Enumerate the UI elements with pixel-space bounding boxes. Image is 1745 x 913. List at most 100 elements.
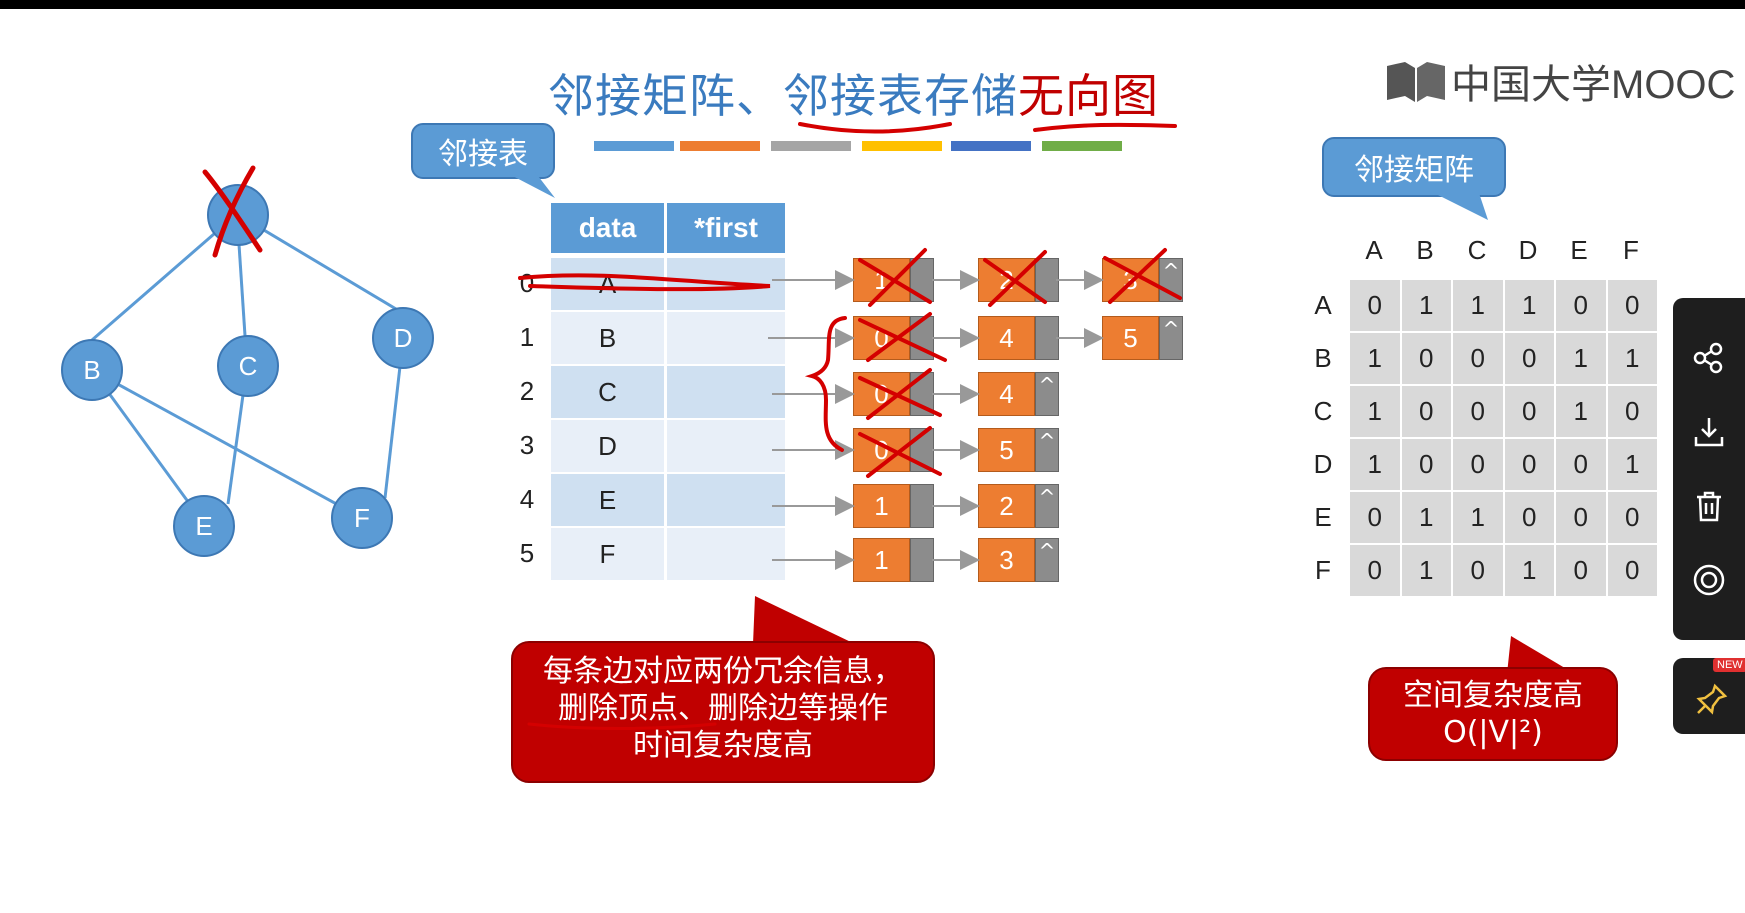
matrix-cell: 0 — [1452, 438, 1504, 491]
graph-node-b: B — [61, 339, 123, 401]
list-node-value: 1 — [853, 484, 910, 528]
matrix-cell: 1 — [1503, 279, 1555, 332]
matrix-cell: 0 — [1400, 385, 1452, 438]
row-index-4: 4 — [519, 484, 535, 514]
matrix-cell: 0 — [1606, 544, 1658, 597]
header-data: data — [551, 203, 664, 253]
list-node-r3-1: 5^ — [978, 428, 1059, 472]
data-cell-2: C — [551, 366, 664, 418]
list-node-r5-1: 3^ — [978, 538, 1059, 582]
target-button[interactable] — [1673, 550, 1745, 610]
matrix-cell: 0 — [1606, 385, 1658, 438]
note-matrix-line2: O(|V|²) — [1443, 715, 1543, 750]
callout-adj-list-tail — [505, 172, 555, 198]
share-button[interactable] — [1673, 328, 1745, 388]
matrix-row-f: F — [1315, 555, 1331, 585]
matrix-cell: 0 — [1349, 491, 1401, 544]
matrix-cell: 0 — [1555, 544, 1607, 597]
matrix-cell: 1 — [1555, 385, 1607, 438]
row-index-5: 5 — [519, 538, 535, 568]
list-node-r1-1: 4 — [978, 316, 1059, 360]
delete-button[interactable] — [1673, 476, 1745, 536]
matrix-cell: 0 — [1555, 279, 1607, 332]
matrix-col-e: E — [1570, 235, 1588, 265]
matrix-cell: 0 — [1452, 385, 1504, 438]
list-node-r1-2: 5^ — [1102, 316, 1183, 360]
note-list-line1: 每条边对应两份冗余信息， — [543, 654, 903, 689]
graph-node-e: E — [173, 495, 235, 557]
row-index-1: 1 — [519, 322, 535, 352]
matrix-cell: 0 — [1349, 544, 1401, 597]
matrix-cell: 0 — [1452, 332, 1504, 385]
list-node-pointer: ^ — [1035, 428, 1059, 472]
side-toolbar — [1673, 298, 1745, 640]
list-node-pointer: ^ — [1035, 538, 1059, 582]
matrix-cell: 0 — [1606, 279, 1658, 332]
list-node-r4-0: 1 — [853, 484, 934, 528]
matrix-cell: 1 — [1400, 544, 1452, 597]
list-node-pointer: ^ — [1035, 372, 1059, 416]
color-bar-darkblue — [951, 141, 1031, 151]
list-node-pointer: ^ — [1159, 316, 1183, 360]
mooc-logo: 中国大学MOOC — [1385, 52, 1735, 110]
matrix-col-d: D — [1518, 235, 1538, 265]
target-icon — [1693, 564, 1725, 596]
matrix-row-a: A — [1314, 290, 1332, 320]
list-node-value: 2 — [978, 484, 1035, 528]
color-bar-blue — [594, 141, 674, 151]
list-node-pointer: ^ — [1035, 484, 1059, 528]
first-cell-3 — [667, 420, 785, 472]
list-node-value: 4 — [978, 372, 1035, 416]
title-part3: 无向图 — [1018, 69, 1159, 123]
data-cell-3: D — [551, 420, 664, 472]
matrix-row-c: C — [1313, 396, 1333, 426]
note-list-line3: 时间复杂度高 — [633, 728, 813, 763]
note-underline-mark — [527, 722, 717, 730]
matrix-cell: 0 — [1503, 332, 1555, 385]
color-bar-gray — [771, 141, 851, 151]
callout-adj-matrix-text: 邻接矩阵 — [1354, 153, 1474, 188]
matrix-cell: 1 — [1349, 438, 1401, 491]
download-icon — [1694, 418, 1724, 447]
matrix-cell: 0 — [1503, 438, 1555, 491]
matrix-cell: 0 — [1400, 438, 1452, 491]
callout-adj-list-text: 邻接表 — [438, 137, 528, 172]
cross-out-mark-node-a — [202, 165, 263, 258]
note-matrix-box: 空间复杂度高 O(|V|²) — [1368, 667, 1618, 761]
first-cell-4 — [667, 474, 785, 526]
matrix-col-f: F — [1623, 235, 1639, 265]
list-node-r2-1: 4^ — [978, 372, 1059, 416]
matrix-cell: 0 — [1606, 491, 1658, 544]
callout-adj-matrix: 邻接矩阵 — [1322, 137, 1506, 197]
list-node-value: 1 — [853, 538, 910, 582]
note-matrix-line1: 空间复杂度高 — [1403, 678, 1583, 713]
download-button[interactable] — [1673, 402, 1745, 462]
matrix-cell: 1 — [1452, 491, 1504, 544]
matrix-col-c: C — [1467, 235, 1487, 265]
trash-icon — [1697, 491, 1721, 522]
matrix-cell: 1 — [1400, 491, 1452, 544]
graph-edges — [90, 212, 405, 526]
matrix-cell: 1 — [1555, 332, 1607, 385]
matrix-cell: 1 — [1400, 279, 1452, 332]
matrix-cell: 1 — [1349, 332, 1401, 385]
title-underline-marks — [798, 122, 1177, 134]
callout-adj-matrix-tail — [1428, 190, 1488, 220]
matrix-cell: 0 — [1503, 385, 1555, 438]
mooc-book-icon — [1387, 62, 1445, 102]
matrix-row-d: D — [1313, 449, 1333, 479]
row-index-2: 2 — [519, 376, 535, 406]
graph-node-f: F — [331, 487, 393, 549]
note-list-tail — [753, 596, 855, 644]
first-cell-5 — [667, 528, 785, 580]
color-bar-green — [1042, 141, 1122, 151]
matrix-cell: 0 — [1503, 491, 1555, 544]
matrix-col-b: B — [1416, 235, 1434, 265]
list-node-r4-1: 2^ — [978, 484, 1059, 528]
list-node-value: 4 — [978, 316, 1035, 360]
color-bar-yellow — [862, 141, 942, 151]
list-node-r5-0: 1 — [853, 538, 934, 582]
data-cell-1: B — [551, 312, 664, 364]
matrix-cell: 0 — [1555, 491, 1607, 544]
matrix-cell: 1 — [1606, 438, 1658, 491]
